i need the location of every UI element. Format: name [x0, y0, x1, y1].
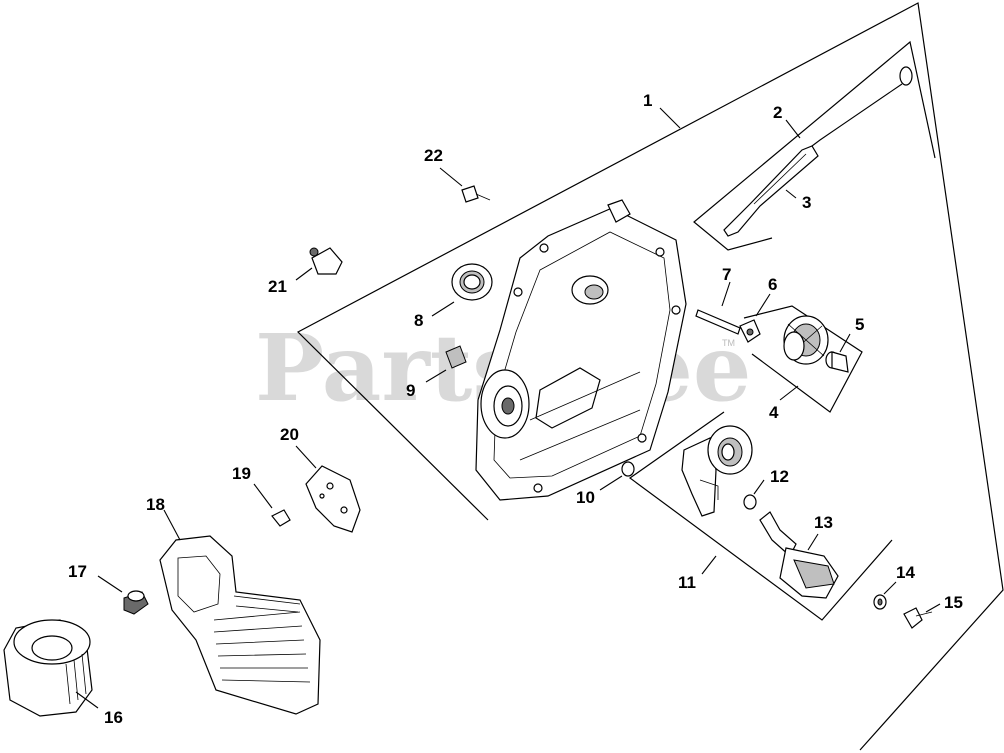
trademark-mark: TM [722, 338, 735, 348]
callout-6: 6 [768, 275, 777, 294]
washer-icon [739, 319, 761, 343]
callout-1: 1 [643, 91, 652, 110]
sensor-icon [309, 247, 343, 275]
oil-cooler-icon [159, 535, 321, 715]
screw-icon [903, 607, 933, 629]
governor-gear-icon [783, 315, 829, 365]
pin-icon [695, 309, 741, 335]
callout-12: 12 [770, 467, 789, 486]
oil-pump-icon [681, 425, 753, 517]
callout-5: 5 [855, 315, 864, 334]
plug-icon [445, 345, 467, 369]
callout-17: 17 [68, 562, 87, 581]
callout-18: 18 [146, 495, 165, 514]
callout-21: 21 [268, 277, 287, 296]
o-ring-icon [621, 461, 635, 477]
callout-11: 11 [678, 573, 696, 592]
plug-icon [271, 509, 291, 527]
screw-icon [461, 185, 491, 203]
callout-2: 2 [773, 103, 782, 122]
leader-lines [75, 107, 941, 709]
frame-oil-pump [628, 411, 893, 621]
frame-governor [743, 305, 863, 413]
callout-19: 19 [232, 464, 251, 483]
callout-15: 15 [944, 593, 963, 612]
callout-16: 16 [104, 708, 123, 727]
callout-3: 3 [802, 193, 811, 212]
oil-seal-icon [451, 263, 493, 301]
callout-14: 14 [896, 563, 915, 582]
fitting-icon [123, 590, 149, 615]
oil-filter-icon [3, 619, 93, 717]
callout-8: 8 [414, 311, 423, 330]
frame-dipstick [693, 40, 936, 251]
shaft-icon [825, 351, 849, 373]
callout-20: 20 [280, 425, 299, 444]
washer-icon [873, 594, 887, 610]
callout-10: 10 [576, 488, 595, 507]
oil-pickup-icon [759, 511, 839, 599]
callout-22: 22 [424, 146, 443, 165]
callout-9: 9 [406, 381, 415, 400]
o-ring-icon [743, 494, 757, 510]
callout-4: 4 [769, 403, 779, 422]
dipstick-icon [723, 66, 913, 237]
closure-plate-icon [475, 199, 687, 501]
callout-labels: 1 2 3 4 5 6 7 8 9 10 11 12 13 14 15 16 1… [68, 91, 963, 727]
callout-13: 13 [814, 513, 833, 532]
frame-main-assembly [296, 2, 1004, 751]
callout-7: 7 [722, 265, 731, 284]
cover-plate-icon [305, 465, 361, 533]
